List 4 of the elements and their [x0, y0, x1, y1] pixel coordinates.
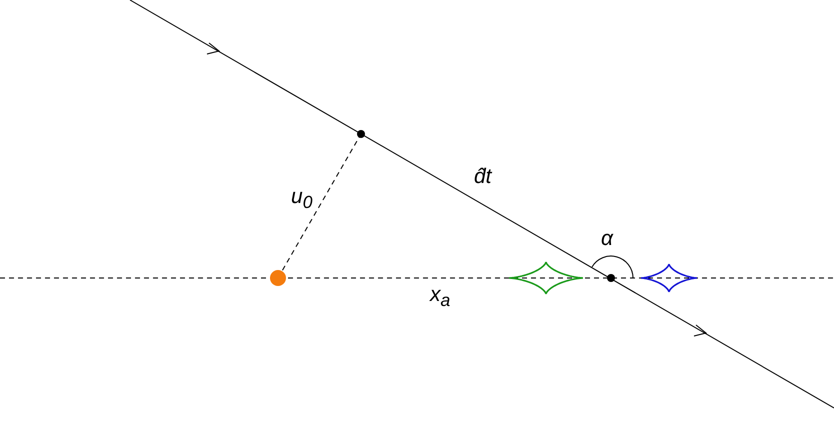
variable-label: d̂t	[474, 166, 492, 187]
variable-label: x$_{a}$	[430, 284, 450, 310]
variable-label: u$_{0}$	[291, 186, 312, 212]
angle-label: α	[601, 228, 613, 249]
